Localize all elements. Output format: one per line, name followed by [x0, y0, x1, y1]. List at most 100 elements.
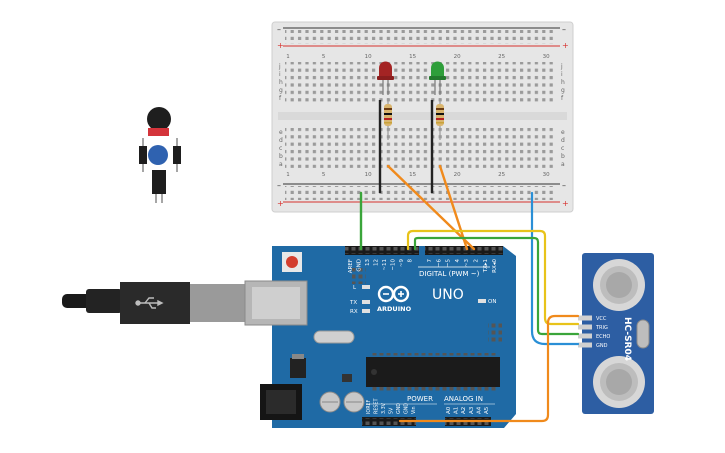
- usb-cable[interactable]: [62, 282, 256, 324]
- row-letter: g: [279, 87, 283, 94]
- digital-pin-label: ~6: [436, 259, 442, 268]
- bottom-rail-plus-right: +: [562, 199, 569, 208]
- row-letter: j: [278, 63, 281, 70]
- power-pin-label: Vin: [411, 406, 417, 414]
- digital-pin-label: RX◂0: [492, 259, 498, 273]
- red-led[interactable]: [377, 61, 394, 95]
- led-on: [478, 299, 486, 303]
- column-number: 20: [454, 172, 461, 178]
- digital-pin-label: 8: [408, 259, 414, 263]
- icsp2-header: [352, 268, 366, 284]
- power-pin-label: GND: [404, 403, 410, 414]
- digital-pin-label: ~9: [399, 259, 405, 268]
- breadboard-center-channel: [278, 112, 567, 120]
- sound-module[interactable]: [139, 107, 181, 203]
- row-letter: j: [560, 63, 563, 70]
- usb-icon: [135, 297, 164, 309]
- power-pin-label: IOREF: [366, 399, 372, 414]
- analog-pin-label: A3: [469, 406, 475, 414]
- wire-orange-red-led[interactable]: [386, 164, 476, 251]
- crystal: [313, 330, 355, 344]
- wire-yellow-trig[interactable]: [406, 229, 580, 326]
- row-letter: g: [561, 87, 565, 94]
- sensor-pin-label: GND: [596, 343, 608, 349]
- row-letter: i: [279, 71, 281, 78]
- row-letter: h: [561, 79, 565, 86]
- column-number: 5: [322, 54, 326, 60]
- power-pin-label: GND: [396, 403, 402, 414]
- row-letter: a: [561, 161, 565, 168]
- row-letter: c: [561, 145, 564, 152]
- sensor-pin[interactable]: [578, 333, 592, 339]
- speaker-head: [147, 107, 171, 131]
- digital-pin-label: 12: [374, 259, 380, 266]
- analog-pin-label: A4: [476, 406, 482, 414]
- sensor-pin[interactable]: [578, 315, 592, 321]
- column-number: 10: [365, 54, 372, 60]
- capacitor-blue: [148, 145, 168, 165]
- power-pin-label: RESET: [374, 399, 380, 414]
- row-letter: c: [279, 145, 282, 152]
- sensor-crystal: [636, 319, 650, 349]
- column-number: 1: [286, 54, 290, 60]
- sensor-transducer-top: [593, 259, 645, 311]
- brand-label: ARDUINO: [377, 305, 412, 313]
- digital-pin-label: TX▸1: [483, 259, 489, 273]
- terminal-holes-top: [285, 62, 555, 102]
- resistor-green-led[interactable]: [436, 98, 444, 140]
- reset-button[interactable]: [286, 256, 298, 268]
- top-rail-plus-right: +: [562, 41, 569, 50]
- digital-pin-label: AREF: [348, 259, 354, 273]
- digital-pin-label: 2: [474, 259, 480, 263]
- wire-blue-sensor-gnd[interactable]: [530, 191, 580, 346]
- row-letter: h: [279, 79, 283, 86]
- led-rx-label: RX: [350, 309, 358, 315]
- green-led[interactable]: [429, 61, 446, 95]
- sensor-pin[interactable]: [578, 342, 592, 348]
- digital-pin-label: ~11: [382, 259, 388, 271]
- digital-pin-label: GND: [357, 259, 363, 272]
- led-tx-label: TX: [349, 300, 357, 306]
- column-number: 25: [498, 172, 505, 178]
- power-pin-label: 5V: [389, 407, 395, 414]
- arduino-logo-icon: [377, 285, 410, 303]
- bottom-rail-plus-left: +: [277, 199, 284, 208]
- row-letter: e: [279, 129, 283, 136]
- sensor-pin-label: TRIG: [595, 325, 608, 331]
- led-tx: [362, 300, 370, 304]
- sensor-pin[interactable]: [578, 324, 592, 330]
- wire-green-echo[interactable]: [413, 236, 580, 336]
- row-letter: f: [561, 95, 564, 102]
- digital-pin-label: ~10: [391, 259, 397, 271]
- sensor-pin-label: VCC: [596, 316, 607, 322]
- top-rail-minus-left: –: [277, 25, 281, 34]
- top-rail-holes: [285, 30, 555, 44]
- power-label: POWER: [407, 395, 433, 403]
- row-letter: d: [279, 137, 283, 144]
- analog-pin-label: A0: [446, 406, 452, 414]
- top-rail-minus-right: –: [562, 25, 566, 34]
- voltage-regulator: [290, 358, 306, 378]
- column-number: 5: [322, 172, 326, 178]
- digital-pin-label: 7: [427, 259, 433, 263]
- led-rx: [362, 309, 370, 313]
- digital-label: DIGITAL (PWM ~): [419, 270, 480, 278]
- wire-orange-vcc[interactable]: [398, 314, 580, 423]
- row-letter: a: [279, 161, 283, 168]
- resistor-red-led[interactable]: [384, 98, 392, 140]
- column-number: 10: [365, 172, 372, 178]
- bottom-rail-minus-right: –: [562, 181, 566, 190]
- wire-orange-green-led[interactable]: [438, 164, 469, 251]
- bottom-rail-minus-left: –: [277, 181, 281, 190]
- column-number: 25: [498, 54, 505, 60]
